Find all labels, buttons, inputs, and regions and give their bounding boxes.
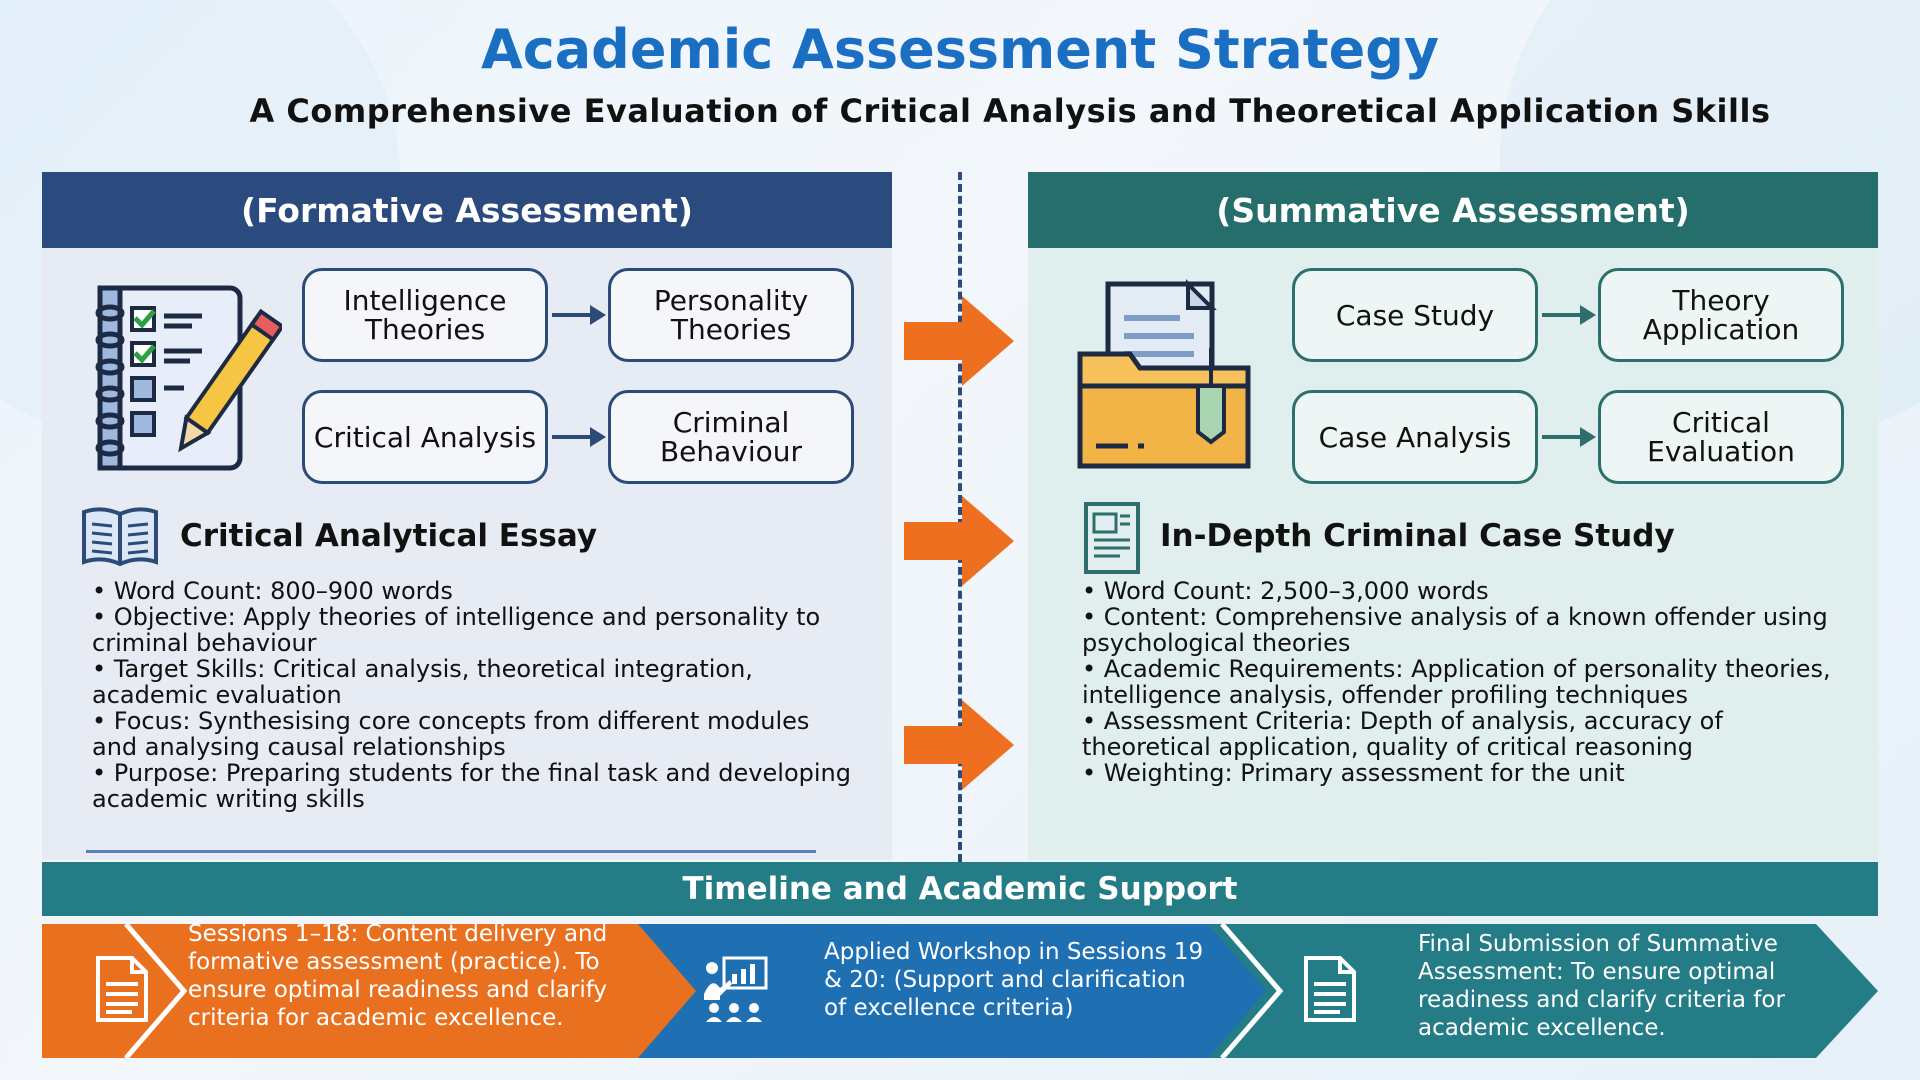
- bullet-item: • Word Count: 800–900 words: [92, 577, 453, 605]
- checklist-icon: [95, 285, 282, 471]
- box-theory-application: Theory Application: [1598, 268, 1844, 362]
- arrow-right-icon: [1542, 305, 1596, 325]
- arrow-right-icon: [552, 427, 606, 447]
- section-divider: [86, 850, 816, 853]
- document-icon: [1304, 956, 1356, 1022]
- bullet-item: • Academic Requirements: Application of …: [1082, 655, 1831, 709]
- bullet-item: • Objective: Apply theories of intellige…: [92, 603, 821, 657]
- summative-heading: (Summative Assessment): [1028, 172, 1878, 248]
- timeline-step-2: Applied Workshop in Sessions 19 & 20: (S…: [824, 939, 1204, 1021]
- summative-panel: (Summative Assessment) Case Study Theory…: [1028, 172, 1878, 860]
- bullet-item: • Content: Comprehensive analysis of a k…: [1082, 603, 1828, 657]
- document-icon: [96, 956, 148, 1022]
- timeline-step-1: Sessions 1–18: Content delivery and form…: [188, 921, 608, 1031]
- document-icon: [1084, 502, 1140, 574]
- box-personality-theories: Personality Theories: [608, 268, 854, 362]
- page-title: Academic Assessment Strategy: [480, 18, 1440, 81]
- formative-panel: (Formative Assessment) Intelligence Theo…: [42, 172, 892, 860]
- box-criminal-behaviour: Criminal Behaviour: [608, 390, 854, 484]
- open-book-icon: [82, 507, 158, 567]
- timeline-heading: Timeline and Academic Support: [42, 862, 1878, 916]
- formative-bullets: • Word Count: 800–900 words • Objective:…: [92, 578, 852, 812]
- bullet-item: • Word Count: 2,500–3,000 words: [1082, 577, 1489, 605]
- formative-heading: (Formative Assessment): [42, 172, 892, 248]
- dashed-divider: [958, 172, 962, 862]
- document-folder-icon: [1077, 279, 1251, 469]
- bullet-item: • Target Skills: Critical analysis, theo…: [92, 655, 753, 709]
- arrow-right-icon: [552, 305, 606, 325]
- presentation-workshop-icon: [704, 956, 768, 1022]
- formative-task-title: Critical Analytical Essay: [180, 518, 598, 554]
- big-arrow-right-icon: [904, 296, 1014, 386]
- box-case-study: Case Study: [1292, 268, 1538, 362]
- big-arrow-right-icon: [904, 700, 1014, 790]
- bullet-item: • Weighting: Primary assessment for the …: [1082, 759, 1625, 787]
- box-case-analysis: Case Analysis: [1292, 390, 1538, 484]
- box-critical-analysis: Critical Analysis: [302, 390, 548, 484]
- summative-task-title: In-Depth Criminal Case Study: [1160, 518, 1675, 554]
- big-arrow-right-icon: [904, 496, 1014, 586]
- summative-bullets: • Word Count: 2,500–3,000 words • Conten…: [1082, 578, 1842, 786]
- bullet-item: • Purpose: Preparing students for the fi…: [92, 759, 851, 813]
- timeline-chevrons: [42, 922, 1878, 1058]
- bullet-item: • Assessment Criteria: Depth of analysis…: [1082, 707, 1723, 761]
- box-critical-evaluation: Critical Evaluation: [1598, 390, 1844, 484]
- arrow-right-icon: [1542, 427, 1596, 447]
- timeline-step-3: Final Submission of Summative Assessment…: [1418, 931, 1785, 1041]
- page-subtitle: A Comprehensive Evaluation of Critical A…: [249, 92, 1771, 130]
- box-intelligence-theories: Intelligence Theories: [302, 268, 548, 362]
- bullet-item: • Focus: Synthesising core concepts from…: [92, 707, 810, 761]
